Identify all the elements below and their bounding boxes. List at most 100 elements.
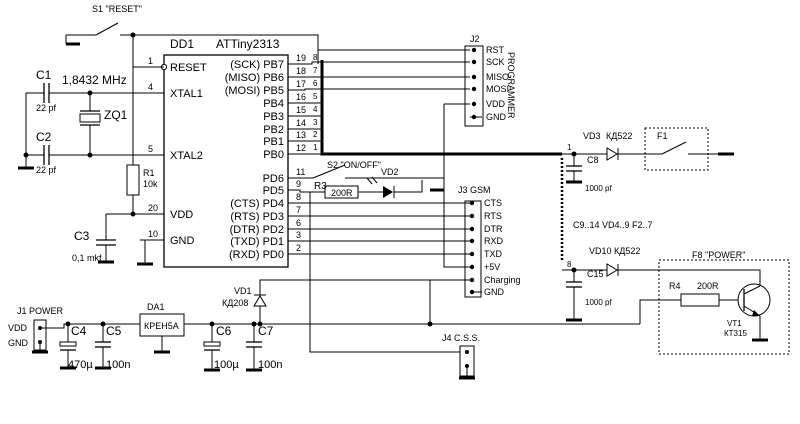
r3-value: 200R	[331, 188, 353, 198]
chip-pin-label: RESET	[170, 62, 207, 74]
vd2-label: VD2	[381, 167, 399, 177]
f1-label: F1	[657, 131, 668, 141]
j2-pin-dot	[471, 86, 477, 92]
bus-number: 5	[313, 92, 318, 101]
chip-pin-label: PB1	[263, 136, 284, 148]
j2-title: PROGRAMMER	[506, 52, 516, 119]
bus-number: 4	[313, 105, 318, 114]
chip-pin-number: 17	[296, 79, 306, 89]
capacitor-c3	[96, 214, 116, 264]
c6-value: 100µ	[214, 359, 239, 371]
wires-gsm	[288, 104, 482, 324]
chip-pin-number: 7	[296, 205, 301, 215]
chip-pin-number: 13	[296, 130, 306, 140]
c6-label: C6	[216, 324, 232, 338]
chip-pin-label: PB4	[263, 98, 284, 110]
c1-value: 22 pf	[36, 103, 57, 113]
c2-value: 22 pf	[36, 165, 57, 175]
f1-box	[644, 127, 709, 171]
j2-pin-label: VDD	[486, 99, 506, 109]
chip-pin-number: 2	[296, 243, 301, 253]
connector-j3-gsm: J3 GSM	[458, 185, 491, 298]
chip-pin-label: PB3	[263, 111, 284, 123]
chip-pin-number: 14	[296, 118, 306, 128]
j2-pin-label: RST	[486, 45, 505, 55]
chip-pin-label: (RTS) PD3	[230, 211, 284, 223]
crystal-zq1	[79, 113, 101, 123]
j3-pin-dot	[469, 264, 475, 270]
c8-value: 1000 pf	[585, 184, 612, 193]
j3-pin-dot	[469, 226, 475, 232]
j2-pin-label: SCK	[486, 57, 505, 67]
chip-pin-label: PD5	[263, 185, 284, 197]
j2-pin-dot	[471, 101, 477, 107]
r1-label: R1	[143, 168, 155, 178]
c7-value: 100n	[258, 359, 282, 371]
vd1-label: VD1	[234, 286, 252, 296]
j3-pin-dot	[469, 213, 475, 219]
chip-ref: DD1	[170, 37, 194, 51]
j3-pin-dot	[469, 238, 475, 244]
power-supply	[32, 279, 640, 380]
j3-pin-label: GND	[484, 287, 505, 297]
freq-label: 1,8432 MHz	[62, 73, 127, 87]
component-labels: C1 22 pf C2 22 pf 1,8432 MHz ZQ1 R1 10k …	[8, 68, 747, 371]
j3-pin-label: TXD	[484, 249, 503, 259]
s2-label: S2 "ON/OFF"	[327, 160, 381, 170]
j3-pin-label: RXD	[484, 236, 504, 246]
j3-pin-label: CTS	[484, 198, 502, 208]
bus-number: 2	[313, 130, 318, 139]
chip-pin-number: 1	[148, 56, 153, 66]
connector-j2-programmer: J2 PROGRAMMER	[464, 34, 516, 127]
chip-pin-number: 18	[296, 66, 306, 76]
r4-label: R4	[669, 281, 681, 291]
chip-pin-label: VDD	[170, 209, 193, 221]
r3-label: R3	[314, 181, 327, 192]
crystal-circuit	[18, 83, 164, 170]
diode-vd10	[606, 263, 618, 277]
led-vd2	[383, 186, 393, 198]
vd10-label: VD10	[589, 246, 612, 256]
bus-number: 3	[313, 118, 318, 127]
chip-pin-number: 4	[148, 82, 153, 92]
chip-pin-number: 5	[148, 144, 153, 154]
chip-pin-number: 19	[296, 53, 306, 63]
j2-pin-dot	[471, 47, 477, 53]
switch-s2-lever	[312, 164, 346, 179]
chip-pin-number: 16	[296, 92, 306, 102]
da1-value: КРЕН5А	[144, 321, 179, 331]
chip-pin-number: 3	[296, 230, 301, 240]
chip-pin-label: (TXD) PD1	[230, 236, 284, 248]
j1-vdd-label: VDD	[8, 323, 28, 333]
c3-label: C3	[74, 229, 90, 243]
chip-pin-number: 6	[296, 218, 301, 228]
resistor-r1	[126, 67, 140, 214]
chip-pin-label: (RXD) PD0	[229, 249, 284, 261]
reset-switch-s1: S1 "RESET"	[65, 4, 142, 46]
chip-pin-number: 9	[296, 179, 301, 189]
j3-pin-dot	[469, 251, 475, 257]
output-channels	[560, 127, 790, 355]
c15-label: C15	[587, 269, 604, 279]
chip-pin-label: GND	[170, 235, 195, 247]
j2-pin-label: GND	[486, 112, 507, 122]
r1-value: 10k	[143, 179, 158, 189]
j3-pin-label: Charging	[484, 275, 521, 285]
chip-pin-label: (DTR) PD2	[230, 224, 284, 236]
j4-label: J4 C.S.S.	[442, 333, 480, 343]
bus-1-label: 1	[567, 143, 572, 152]
j1-label: J1 POWER	[17, 306, 64, 316]
chip-pin-number: 10	[148, 229, 158, 239]
chip-pin-label: XTAL1	[170, 88, 203, 100]
c7-label: C7	[258, 324, 274, 338]
chip-pin-number: 15	[296, 105, 306, 115]
vt1-value: КТ315	[724, 329, 747, 338]
chip-pin-number: 20	[148, 203, 158, 213]
switch-f1	[661, 141, 687, 155]
f8-label: F8 "POWER"	[692, 250, 745, 260]
chip-name: ATTiny2313	[216, 37, 280, 51]
